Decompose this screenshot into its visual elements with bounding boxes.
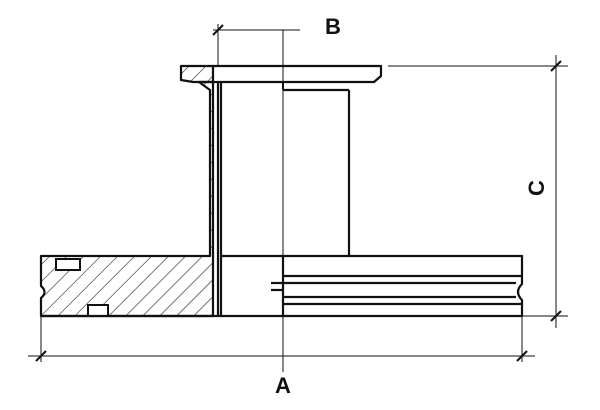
dimension-c-label: C: [524, 180, 549, 196]
groove-slot-bottom: [87, 304, 109, 317]
dimension-a-label: A: [275, 373, 291, 398]
flange-inner-lines: [220, 82, 284, 90]
dimension-b: [212, 24, 300, 66]
dimension-b-label: B: [325, 14, 341, 39]
part-outline: [41, 64, 524, 318]
dimension-c: [388, 55, 568, 328]
groove-slot-top: [55, 258, 81, 271]
hatched-section: [39, 64, 215, 318]
dimension-a: [28, 316, 535, 362]
